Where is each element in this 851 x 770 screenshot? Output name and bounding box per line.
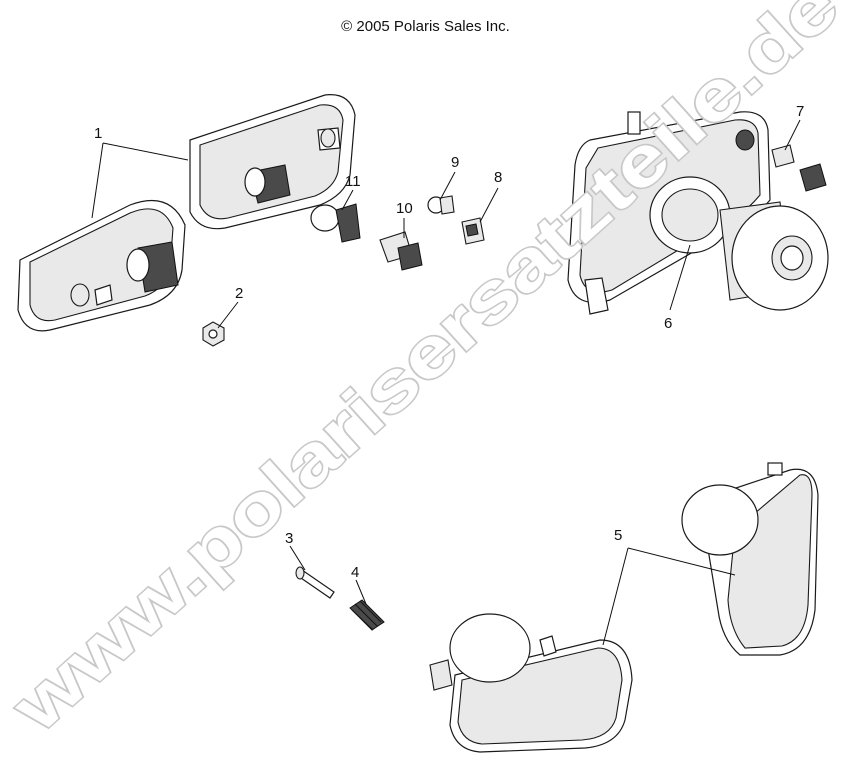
callout-3: 3 <box>285 530 293 547</box>
leader-lines <box>91 119 801 646</box>
callout-2: 2 <box>235 285 243 302</box>
callout-6: 6 <box>664 315 672 332</box>
callout-numbers: 1 2 3 4 5 6 7 8 9 10 11 <box>94 103 804 581</box>
bulb-9 <box>427 195 455 215</box>
tail-lamp-upper <box>189 94 356 230</box>
headlight-bulb-socket <box>719 201 829 311</box>
callout-9: 9 <box>451 154 459 171</box>
headlight-assembly <box>567 111 771 315</box>
lamp-right <box>681 462 819 656</box>
bulb-11 <box>310 203 361 243</box>
callout-4: 4 <box>351 564 359 581</box>
callout-11: 11 <box>345 173 361 190</box>
lamp-lower-left <box>429 613 633 753</box>
socket-8 <box>461 217 485 245</box>
screw <box>295 566 335 599</box>
callout-7: 7 <box>796 103 804 120</box>
bulb-7 <box>771 144 827 192</box>
nut <box>202 321 225 347</box>
callout-8: 8 <box>494 169 502 186</box>
tail-lamp-lower <box>17 199 186 332</box>
callout-10: 10 <box>396 200 413 217</box>
copyright-notice: © 2005 Polaris Sales Inc. <box>341 18 510 35</box>
socket-10 <box>379 231 423 271</box>
callout-5: 5 <box>614 527 622 544</box>
callout-1: 1 <box>94 125 102 142</box>
spring <box>349 599 385 631</box>
